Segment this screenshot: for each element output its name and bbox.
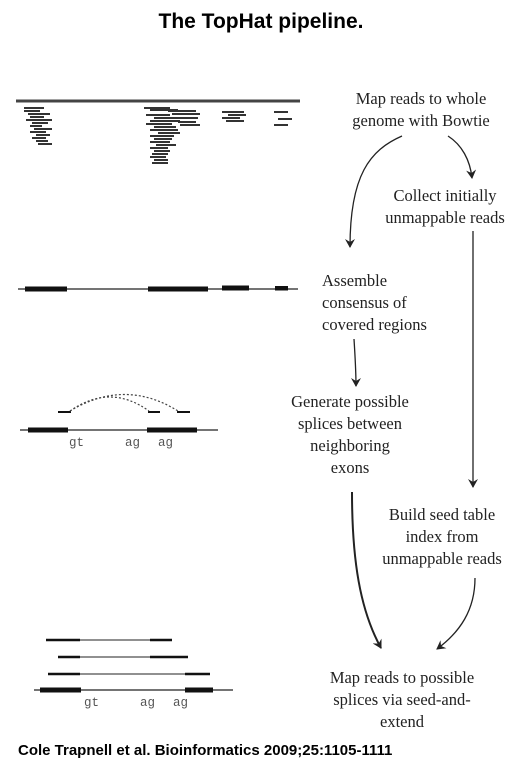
flow-arrow [351,491,382,649]
step-line: covered regions [322,315,427,334]
exon-block [275,286,288,291]
exon-block [185,687,213,693]
step-line: splices via seed-and- [333,690,471,709]
step-line: Build seed table [388,505,496,524]
step-line: Map reads to whole [355,89,487,108]
splice-arc [69,394,179,412]
step-line: index from [405,527,479,546]
acceptor-motif-2: ag [173,696,188,710]
exon-block [222,285,249,291]
step-line: Assemble [322,271,388,290]
step-line: neighboring [310,436,390,455]
step-line: genome with Bowtie [352,111,490,130]
step-generate-splices: Generate possible splices between neighb… [270,391,430,479]
step-line: Collect initially [393,186,497,205]
flow-arrow [345,135,403,248]
donor-motif: gt [69,436,84,450]
step-assemble-consensus: Assemble consensus of covered regions [310,270,430,336]
citation: Cole Trapnell et al. Bioinformatics 2009… [18,742,393,759]
step-map-whole-genome: Map reads to whole genome with Bowtie [336,88,506,132]
step-collect-unmappable: Collect initially unmappable reads [380,185,510,229]
flow-arrow [447,135,477,179]
step-line: splices between [297,414,402,433]
step-map-to-splices: Map reads to possible splices via seed-a… [312,667,492,733]
exon-block [147,427,197,433]
read-pileup [24,107,292,164]
acceptor-motif: ag [140,696,155,710]
exon-block [148,286,208,292]
donor-motif: gt [84,696,99,710]
exon-block [25,286,67,292]
step-line: Map reads to possible [329,668,475,687]
step-line: exons [330,458,370,477]
step-line: unmappable reads [385,208,505,227]
step-line: unmappable reads [382,549,502,568]
exon-block [28,427,68,433]
acceptor-motif: ag [125,436,140,450]
figure-title: The TopHat pipeline. [158,10,364,33]
step-line: Generate possible [291,392,409,411]
step-line: extend [380,712,424,731]
step-line: consensus of [322,293,407,312]
exon-block [40,687,81,693]
flow-arrow [436,577,476,650]
acceptor-motif-2: ag [158,436,173,450]
flow-arrow [350,338,361,387]
step-build-seed-table: Build seed table index from unmappable r… [368,504,516,570]
